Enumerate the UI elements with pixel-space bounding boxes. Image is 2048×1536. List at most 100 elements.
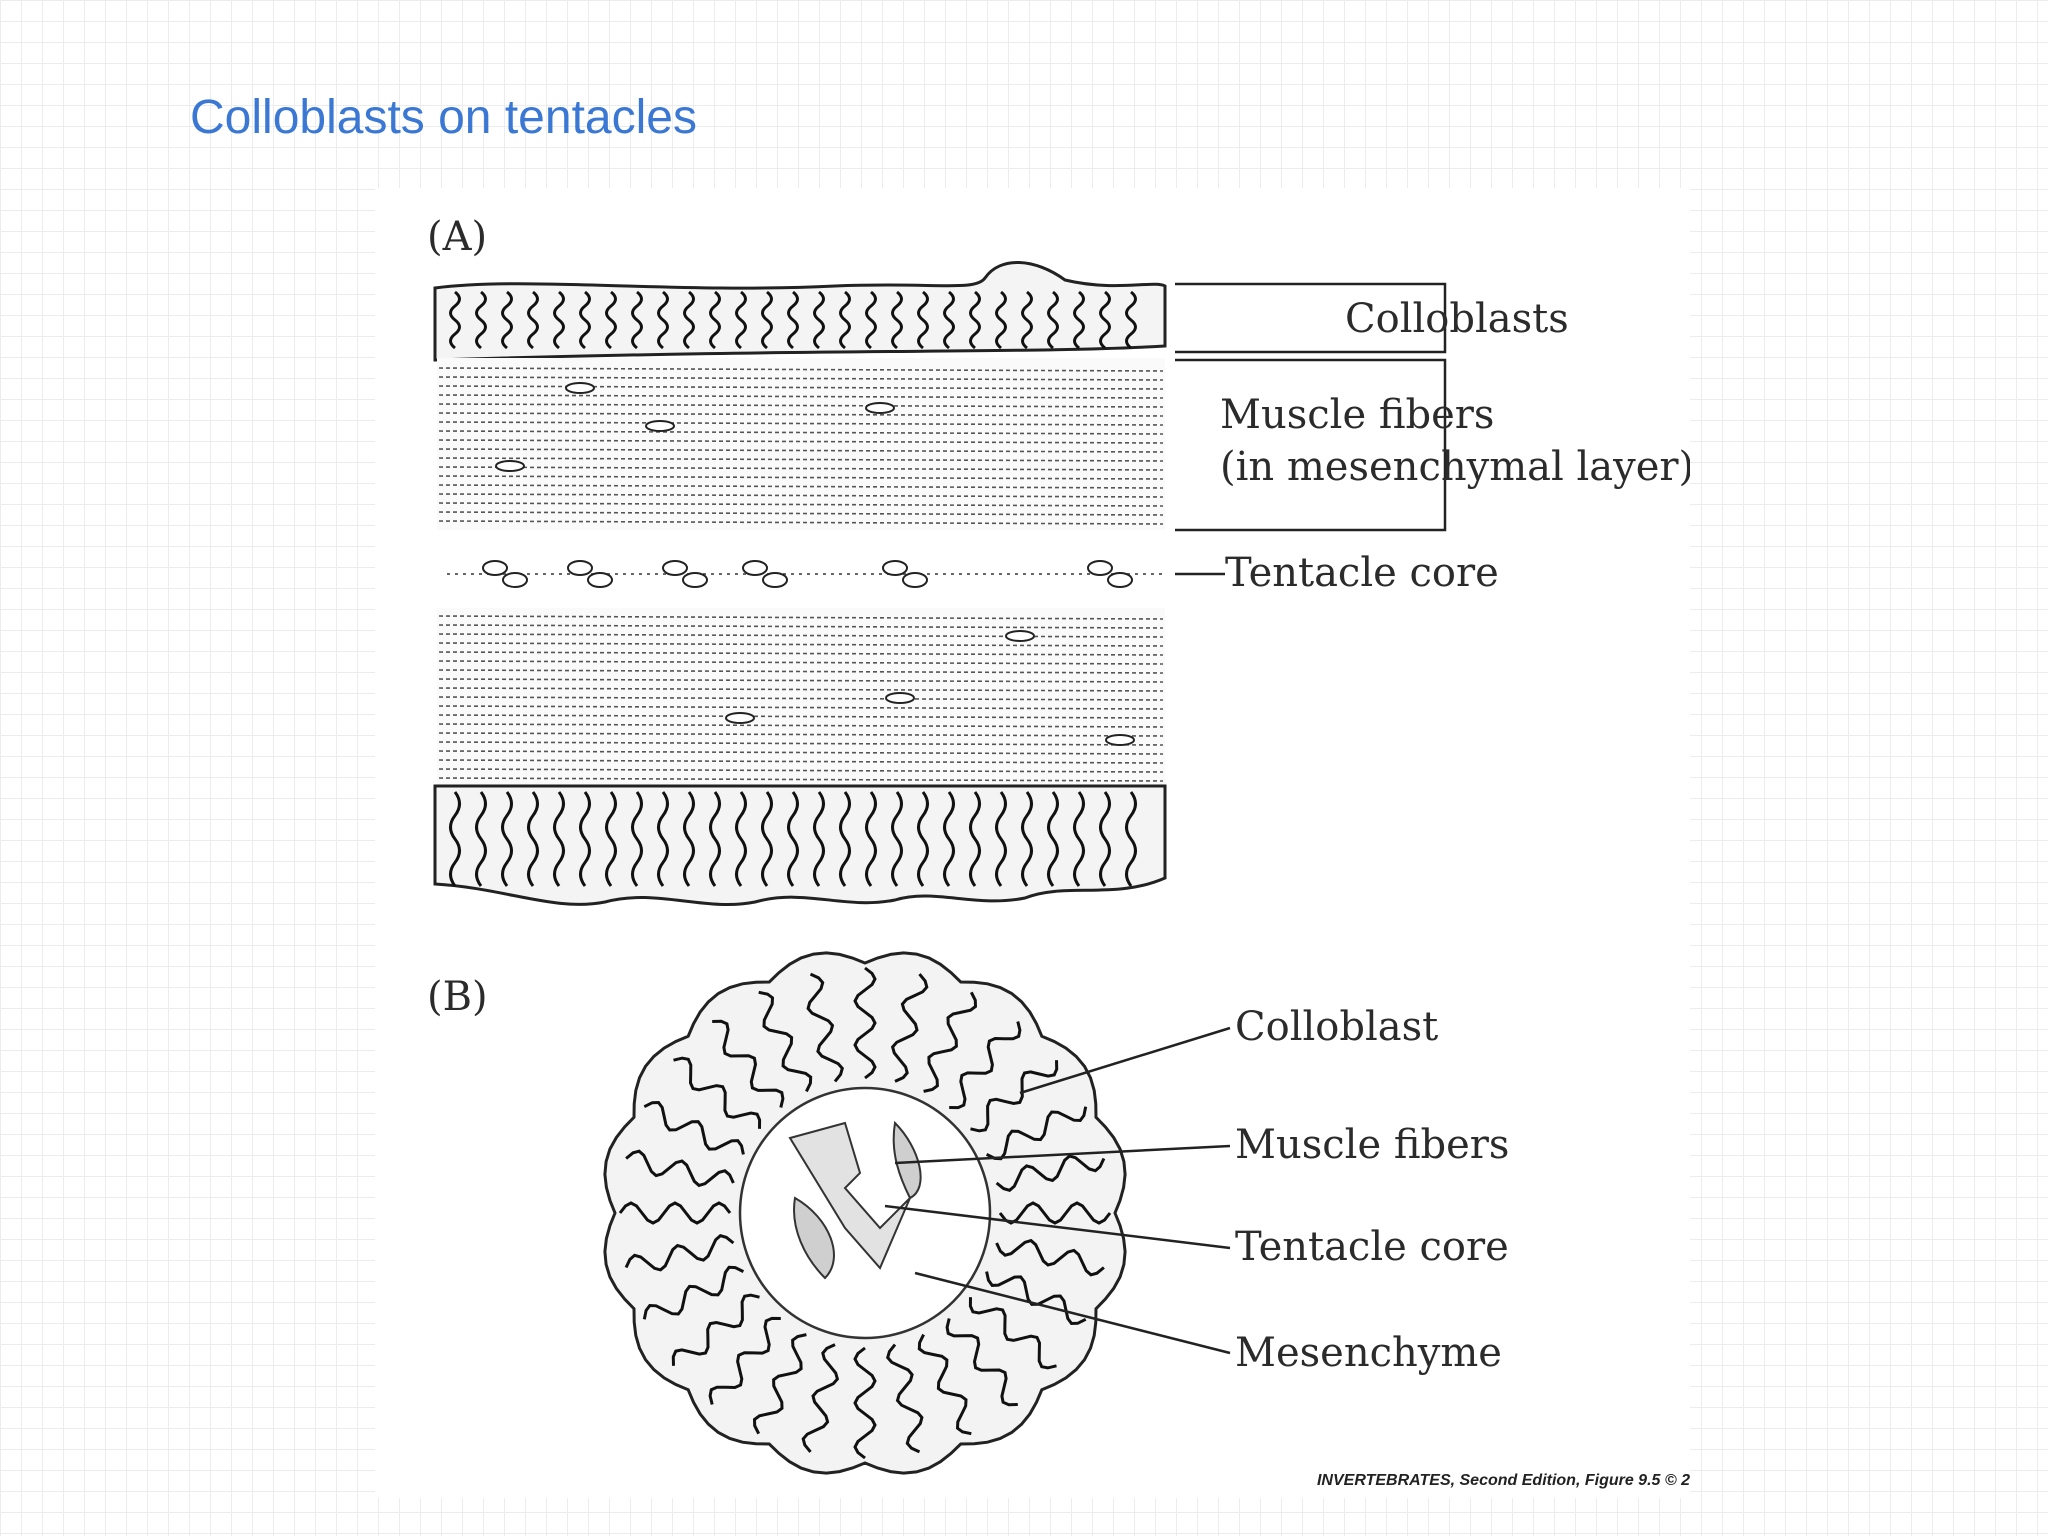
colloblast-squiggle	[475, 791, 487, 887]
fiber-line	[438, 376, 1164, 381]
colloblast-squiggle	[1099, 791, 1111, 887]
colloblast-squiggle	[917, 290, 929, 350]
colloblast-cells-top	[449, 290, 1137, 350]
fiber-line	[438, 714, 1164, 719]
nucleus	[1005, 630, 1035, 642]
core-cell	[902, 572, 928, 588]
tentacle-figure: (A) Colloblasts Mus	[427, 214, 1690, 1475]
core-cell	[662, 560, 688, 576]
colloblast-squiggle	[475, 290, 487, 350]
colloblast-squiggle	[758, 990, 813, 1093]
colloblast-squiggle	[752, 1333, 807, 1435]
fiber-line	[438, 777, 1164, 782]
fiber-line	[438, 759, 1164, 764]
fiber-line	[438, 430, 1164, 435]
core-cell	[742, 560, 768, 576]
colloblast-squiggle	[625, 1149, 735, 1188]
colloblast-squiggle	[761, 791, 773, 887]
fiber-line	[438, 403, 1164, 408]
colloblast-squiggle	[1073, 290, 1085, 350]
colloblast-squiggle	[709, 290, 721, 350]
core-cell	[482, 560, 508, 576]
nucleus	[565, 382, 595, 394]
fiber-line	[438, 466, 1164, 471]
colloblast-squiggle	[735, 791, 747, 887]
label-leaders-b	[884, 1026, 1231, 1355]
colloblast-squiggle	[642, 1265, 745, 1320]
colloblast-squiggle	[643, 1100, 745, 1155]
colloblast-squiggle	[985, 1106, 1088, 1161]
fiber-line	[438, 511, 1164, 516]
fiber-line	[438, 448, 1164, 453]
colloblast-squiggle	[998, 1201, 1112, 1225]
colloblast-squiggle	[657, 290, 669, 350]
fiber-line	[438, 457, 1164, 462]
nucleus	[725, 712, 755, 724]
colloblast-squiggle	[683, 290, 695, 350]
colloblast-squiggle	[708, 1316, 781, 1405]
colloblast-squiggle	[735, 290, 747, 350]
colloblast-squiggle	[945, 1318, 1018, 1407]
colloblast-squiggle	[1125, 791, 1137, 887]
colloblast-squiggle	[1047, 791, 1059, 887]
fiber-line	[438, 520, 1164, 525]
nucleus	[885, 692, 915, 704]
colloblast-squiggle	[449, 290, 461, 350]
colloblast-squiggle	[712, 1019, 785, 1108]
nucleus	[865, 402, 895, 414]
figure-credit: INVERTEBRATES, Second Edition, Figure 9.…	[1316, 1472, 1690, 1489]
colloblast-squiggle	[624, 1234, 735, 1272]
panel-a: (A) Colloblasts Mus	[427, 214, 1690, 906]
figure-panel: (A) Colloblasts Mus	[375, 188, 1690, 1498]
colloblast-squiggle	[449, 791, 461, 887]
colloblast-squiggle	[761, 290, 773, 350]
fiber-line	[438, 475, 1164, 480]
fiber-line	[438, 633, 1164, 638]
fiber-line	[438, 502, 1164, 507]
muscle-fiber-band-1	[892, 1120, 922, 1200]
fiber-line	[438, 741, 1164, 746]
core-cell	[1107, 572, 1133, 588]
colloblast-squiggle	[890, 973, 929, 1083]
fiber-line	[438, 705, 1164, 710]
colloblast-squiggle	[891, 791, 903, 887]
fiber-line	[438, 394, 1164, 399]
colloblast-squiggle	[917, 791, 929, 887]
colloblast-squiggle	[865, 791, 877, 887]
fiber-line	[438, 385, 1164, 390]
colloblast-squiggle	[553, 791, 565, 887]
label-tentacle-core-a: Tentacle core	[1225, 550, 1499, 596]
label-mesenchyme: Mesenchyme	[1235, 1330, 1502, 1376]
fiber-line	[438, 651, 1164, 656]
colloblast-squiggle	[839, 290, 851, 350]
fiber-line	[438, 696, 1164, 701]
panel-b-label: (B)	[427, 974, 488, 1020]
colloblast-squiggle	[813, 791, 825, 887]
colloblast-squiggle	[969, 791, 981, 887]
colloblast-squiggle	[985, 1271, 1087, 1326]
colloblast-squiggle	[501, 290, 513, 350]
colloblast-squiggle	[886, 1343, 924, 1454]
core-cell	[882, 560, 908, 576]
colloblast-squiggle	[673, 1056, 762, 1129]
panel-a-label: (A)	[427, 214, 487, 260]
label-mesenchymal-layer: (in mesenchymal layer)	[1220, 444, 1690, 490]
label-brackets-a	[1175, 282, 1447, 576]
colloblast-squiggle	[839, 791, 851, 887]
fiber-line	[438, 493, 1164, 498]
colloblast-squiggle	[1099, 290, 1111, 350]
colloblast-squiggle	[605, 290, 617, 350]
core-cell	[762, 572, 788, 588]
nucleus	[1105, 734, 1135, 746]
colloblast-squiggle	[968, 1297, 1057, 1370]
colloblast-squiggle	[943, 791, 955, 887]
colloblast-squiggle	[631, 791, 643, 887]
panel-b: (B) Colloblast Muscle fibers Tentacle co…	[427, 951, 1509, 1475]
colloblast-squiggle	[1125, 290, 1137, 350]
core-cell	[502, 572, 528, 588]
colloblast-squiggle	[1047, 290, 1059, 350]
colloblast-squiggle	[813, 290, 825, 350]
colloblast-squiggle	[579, 290, 591, 350]
colloblast-squiggle	[1021, 290, 1033, 350]
fiber-line	[438, 615, 1164, 620]
